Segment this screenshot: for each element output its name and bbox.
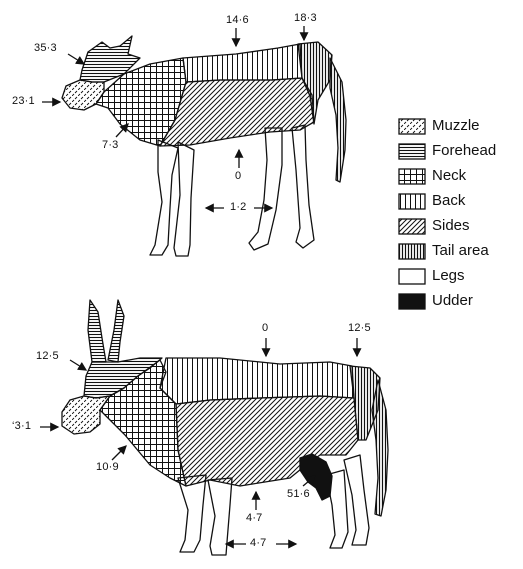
legend-label: Back xyxy=(432,192,465,209)
legend-item-muzzle: Muzzle xyxy=(398,117,523,137)
tail-area-swatch-icon xyxy=(398,243,426,261)
calf-muzzle-value: 23·1 xyxy=(12,95,35,107)
muzzle-swatch-icon xyxy=(398,118,426,136)
cow-figure xyxy=(62,300,388,555)
legend-item-udder: Udder xyxy=(398,292,523,312)
cow-udder-value: 51·6 xyxy=(287,488,310,500)
legend-label: Legs xyxy=(432,267,465,284)
forehead-swatch-icon xyxy=(398,143,426,161)
cow-tail-value: 12·5 xyxy=(348,322,371,334)
calf-sides-value: 0 xyxy=(235,170,241,182)
cow-back-value: 0 xyxy=(262,322,268,334)
cow-sides-value: 4·7 xyxy=(246,512,263,524)
legend-item-back: Back xyxy=(398,192,523,212)
calf-back-value: 14·6 xyxy=(226,14,249,26)
legend-item-neck: Neck xyxy=(398,167,523,187)
legs-swatch-icon xyxy=(398,268,426,286)
legend-label: Tail area xyxy=(432,242,489,259)
cow-horns xyxy=(88,300,124,362)
calf-muzzle xyxy=(62,80,104,110)
calf-tail xyxy=(330,58,346,182)
cow-muzzle xyxy=(62,396,110,434)
legend-label: Neck xyxy=(432,167,466,184)
cow-forehead-value: 12·5 xyxy=(36,350,59,362)
cow-tail xyxy=(372,380,388,516)
sides-swatch-icon xyxy=(398,218,426,236)
calf-back xyxy=(183,44,302,82)
udder-swatch-icon xyxy=(398,293,426,311)
calf-neck-value: 7·3 xyxy=(102,139,119,151)
calf-forehead-value: 35·3 xyxy=(34,42,57,54)
calf-legs-value: 1·2 xyxy=(230,201,247,213)
legend-label: Muzzle xyxy=(432,117,480,134)
legend-item-tail-area: Tail area xyxy=(398,242,523,262)
legend-item-legs: Legs xyxy=(398,267,523,287)
legend-label: Udder xyxy=(432,292,473,309)
back-swatch-icon xyxy=(398,193,426,211)
cow-neck-value: 10·9 xyxy=(96,461,119,473)
calf-tail-value: 18·3 xyxy=(294,12,317,24)
legend-item-sides: Sides xyxy=(398,217,523,237)
cow-legs-value: 4·7 xyxy=(250,537,267,549)
legend-label: Sides xyxy=(432,217,470,234)
legend-label: Forehead xyxy=(432,142,496,159)
cow-muzzle-value: ‘3·1 xyxy=(12,420,31,432)
neck-swatch-icon xyxy=(398,168,426,186)
legend-item-forehead: Forehead xyxy=(398,142,523,162)
